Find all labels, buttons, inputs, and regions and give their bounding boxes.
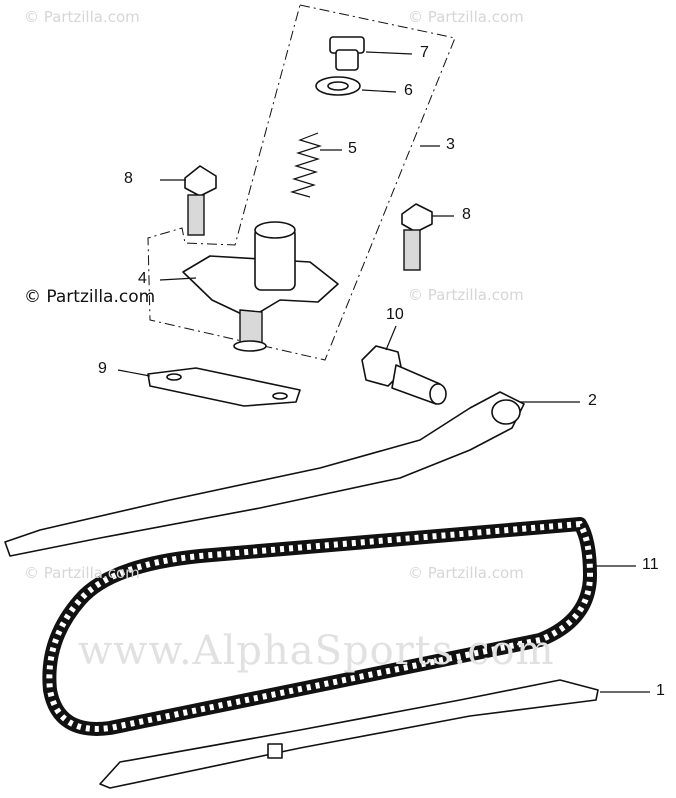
spring-5 — [289, 132, 323, 198]
callout-9: 9 — [98, 360, 107, 377]
guide-2 — [4, 391, 525, 557]
callout-1: 1 — [656, 682, 665, 699]
guide-1 — [99, 679, 599, 789]
bolt-10 — [361, 345, 447, 405]
callout-8-right: 8 — [462, 206, 471, 223]
callout-7: 7 — [420, 44, 429, 61]
callout-6: 6 — [404, 82, 413, 99]
watermark-top-left: © Partzilla.com — [24, 8, 140, 26]
tensioner-4 — [182, 221, 339, 352]
callout-2: 2 — [588, 392, 597, 409]
callout-11: 11 — [642, 556, 659, 573]
callout-4: 4 — [138, 270, 147, 287]
bolt-7 — [329, 36, 365, 71]
cam-chain-11 — [42, 517, 597, 736]
callout-5: 5 — [348, 140, 357, 157]
gasket-9 — [147, 367, 301, 407]
callout-3: 3 — [446, 136, 455, 153]
callout-8-left: 8 — [124, 170, 133, 187]
watermark-low-right: © Partzilla.com — [408, 564, 524, 582]
watermark-mid-right: © Partzilla.com — [408, 286, 524, 304]
bolt-8-right — [401, 203, 433, 271]
bolt-8-left — [184, 165, 217, 236]
callout-10: 10 — [386, 306, 404, 323]
tensioner-assembly-outline — [147, 4, 456, 361]
watermark-alphasports: www.AlphaSports.com — [78, 628, 555, 674]
watermark-mid-left: © Partzilla.com — [24, 287, 156, 307]
watermark-low-left: © Partzilla.com — [24, 564, 140, 582]
watermark-top-right: © Partzilla.com — [408, 8, 524, 26]
